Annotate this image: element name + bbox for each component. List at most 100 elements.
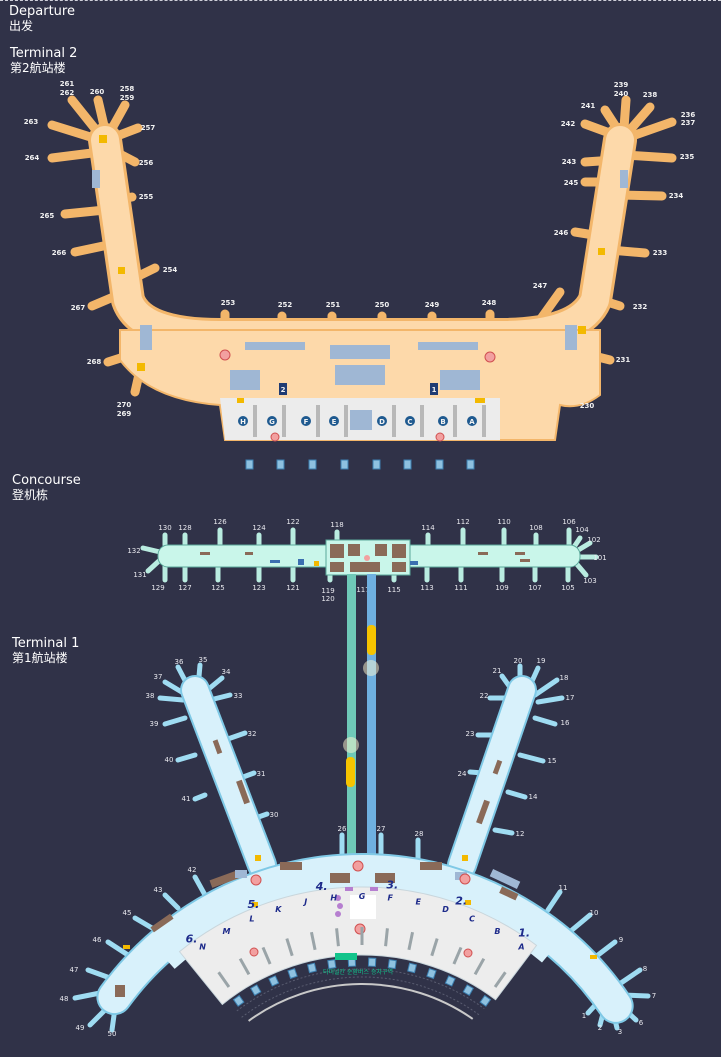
gate-label-113[interactable]: 113 <box>420 584 433 592</box>
gate-label-27[interactable]: 27 <box>377 825 386 833</box>
gate-label-45[interactable]: 45 <box>123 909 132 917</box>
gate-label-34[interactable]: 34 <box>222 668 231 676</box>
gate-label-102[interactable]: 102 <box>587 536 600 544</box>
gate-label-120[interactable]: 120 <box>321 595 334 603</box>
gate-label-123[interactable]: 123 <box>252 584 265 592</box>
gate-label-3[interactable]: 3 <box>618 1028 622 1036</box>
gate-label-129[interactable]: 129 <box>151 584 164 592</box>
gate-label-36[interactable]: 36 <box>175 658 184 666</box>
gate-label-255[interactable]: 255 <box>139 193 154 201</box>
gate-label-20[interactable]: 20 <box>514 657 523 665</box>
gate-label-230[interactable]: 230 <box>580 402 595 410</box>
gate-label-128[interactable]: 128 <box>178 524 191 532</box>
gate-label-260[interactable]: 260 <box>90 88 105 96</box>
gate-label-119[interactable]: 119 <box>321 587 334 595</box>
gate-label-2[interactable]: 2 <box>598 1024 602 1032</box>
gate-label-24[interactable]: 24 <box>458 770 467 778</box>
gate-label-16[interactable]: 16 <box>561 719 570 727</box>
gate-label-47[interactable]: 47 <box>70 966 79 974</box>
gate-label-122[interactable]: 122 <box>286 518 299 526</box>
gate-label-233[interactable]: 233 <box>653 249 668 257</box>
gate-label-254[interactable]: 254 <box>163 266 178 274</box>
gate-label-12[interactable]: 12 <box>516 830 525 838</box>
gate-label-17[interactable]: 17 <box>566 694 575 702</box>
gate-label-21[interactable]: 21 <box>493 667 502 675</box>
gate-label-1[interactable]: 1 <box>582 1012 586 1020</box>
gate-label-15[interactable]: 15 <box>548 757 557 765</box>
gate-label-270[interactable]: 270 <box>117 401 132 409</box>
gate-label-253[interactable]: 253 <box>221 299 236 307</box>
gate-label-263[interactable]: 263 <box>24 118 39 126</box>
gate-label-23[interactable]: 23 <box>466 730 475 738</box>
gate-label-247[interactable]: 247 <box>533 282 548 290</box>
gate-label-124[interactable]: 124 <box>252 524 266 532</box>
gate-label-234[interactable]: 234 <box>669 192 684 200</box>
gate-label-248[interactable]: 248 <box>482 299 497 307</box>
gate-label-257[interactable]: 257 <box>141 124 156 132</box>
gate-label-14[interactable]: 14 <box>529 793 538 801</box>
gate-label-26[interactable]: 26 <box>338 825 347 833</box>
gate-label-249[interactable]: 249 <box>425 301 440 309</box>
gate-label-243[interactable]: 243 <box>562 158 577 166</box>
gate-label-105[interactable]: 105 <box>561 584 574 592</box>
gate-label-33[interactable]: 33 <box>234 692 243 700</box>
gate-label-131[interactable]: 131 <box>133 571 146 579</box>
gate-label-262[interactable]: 262 <box>60 89 75 97</box>
gate-label-232[interactable]: 232 <box>633 303 648 311</box>
gate-label-132[interactable]: 132 <box>127 547 140 555</box>
gate-label-118[interactable]: 118 <box>330 521 343 529</box>
gate-label-117[interactable]: 117 <box>356 586 369 594</box>
gate-label-107[interactable]: 107 <box>528 584 541 592</box>
gate-label-18[interactable]: 18 <box>560 674 569 682</box>
gate-label-35[interactable]: 35 <box>199 656 208 664</box>
gate-label-126[interactable]: 126 <box>213 518 227 526</box>
gate-label-259[interactable]: 259 <box>120 94 135 102</box>
gate-label-267[interactable]: 267 <box>71 304 86 312</box>
gate-label-258[interactable]: 258 <box>120 85 135 93</box>
gate-label-49[interactable]: 49 <box>76 1024 85 1032</box>
gate-label-256[interactable]: 256 <box>139 159 154 167</box>
gate-label-236[interactable]: 236 <box>681 111 696 119</box>
gate-label-231[interactable]: 231 <box>616 356 631 364</box>
gate-label-261[interactable]: 261 <box>60 80 75 88</box>
gate-label-246[interactable]: 246 <box>554 229 569 237</box>
gate-label-10[interactable]: 10 <box>590 909 599 917</box>
gate-label-48[interactable]: 48 <box>60 995 69 1003</box>
gate-label-112[interactable]: 112 <box>456 518 469 526</box>
gate-label-240[interactable]: 240 <box>614 90 629 98</box>
gate-label-46[interactable]: 46 <box>93 936 102 944</box>
gate-label-9[interactable]: 9 <box>619 936 623 944</box>
gate-label-125[interactable]: 125 <box>211 584 224 592</box>
gate-label-22[interactable]: 22 <box>480 692 489 700</box>
gate-label-241[interactable]: 241 <box>581 102 596 110</box>
gate-label-250[interactable]: 250 <box>375 301 390 309</box>
gate-label-264[interactable]: 264 <box>25 154 40 162</box>
gate-label-111[interactable]: 111 <box>454 584 467 592</box>
gate-label-40[interactable]: 40 <box>165 756 174 764</box>
gate-label-239[interactable]: 239 <box>614 81 629 89</box>
gate-label-265[interactable]: 265 <box>40 212 55 220</box>
gate-label-30[interactable]: 30 <box>270 811 279 819</box>
gate-label-268[interactable]: 268 <box>87 358 102 366</box>
gate-label-43[interactable]: 43 <box>154 886 163 894</box>
gate-label-251[interactable]: 251 <box>326 301 341 309</box>
gate-label-103[interactable]: 103 <box>583 577 596 585</box>
gate-label-19[interactable]: 19 <box>537 657 546 665</box>
gate-label-269[interactable]: 269 <box>117 410 132 418</box>
gate-label-130[interactable]: 130 <box>158 524 171 532</box>
gate-label-42[interactable]: 42 <box>188 866 197 874</box>
gate-label-245[interactable]: 245 <box>564 179 579 187</box>
gate-label-114[interactable]: 114 <box>421 524 435 532</box>
gate-label-127[interactable]: 127 <box>178 584 191 592</box>
gate-label-39[interactable]: 39 <box>150 720 159 728</box>
gate-label-106[interactable]: 106 <box>562 518 576 526</box>
gate-label-252[interactable]: 252 <box>278 301 293 309</box>
gate-label-31[interactable]: 31 <box>257 770 266 778</box>
gate-label-109[interactable]: 109 <box>495 584 508 592</box>
gate-label-37[interactable]: 37 <box>154 673 163 681</box>
gate-label-115[interactable]: 115 <box>387 586 400 594</box>
gate-label-50[interactable]: 50 <box>108 1030 117 1038</box>
